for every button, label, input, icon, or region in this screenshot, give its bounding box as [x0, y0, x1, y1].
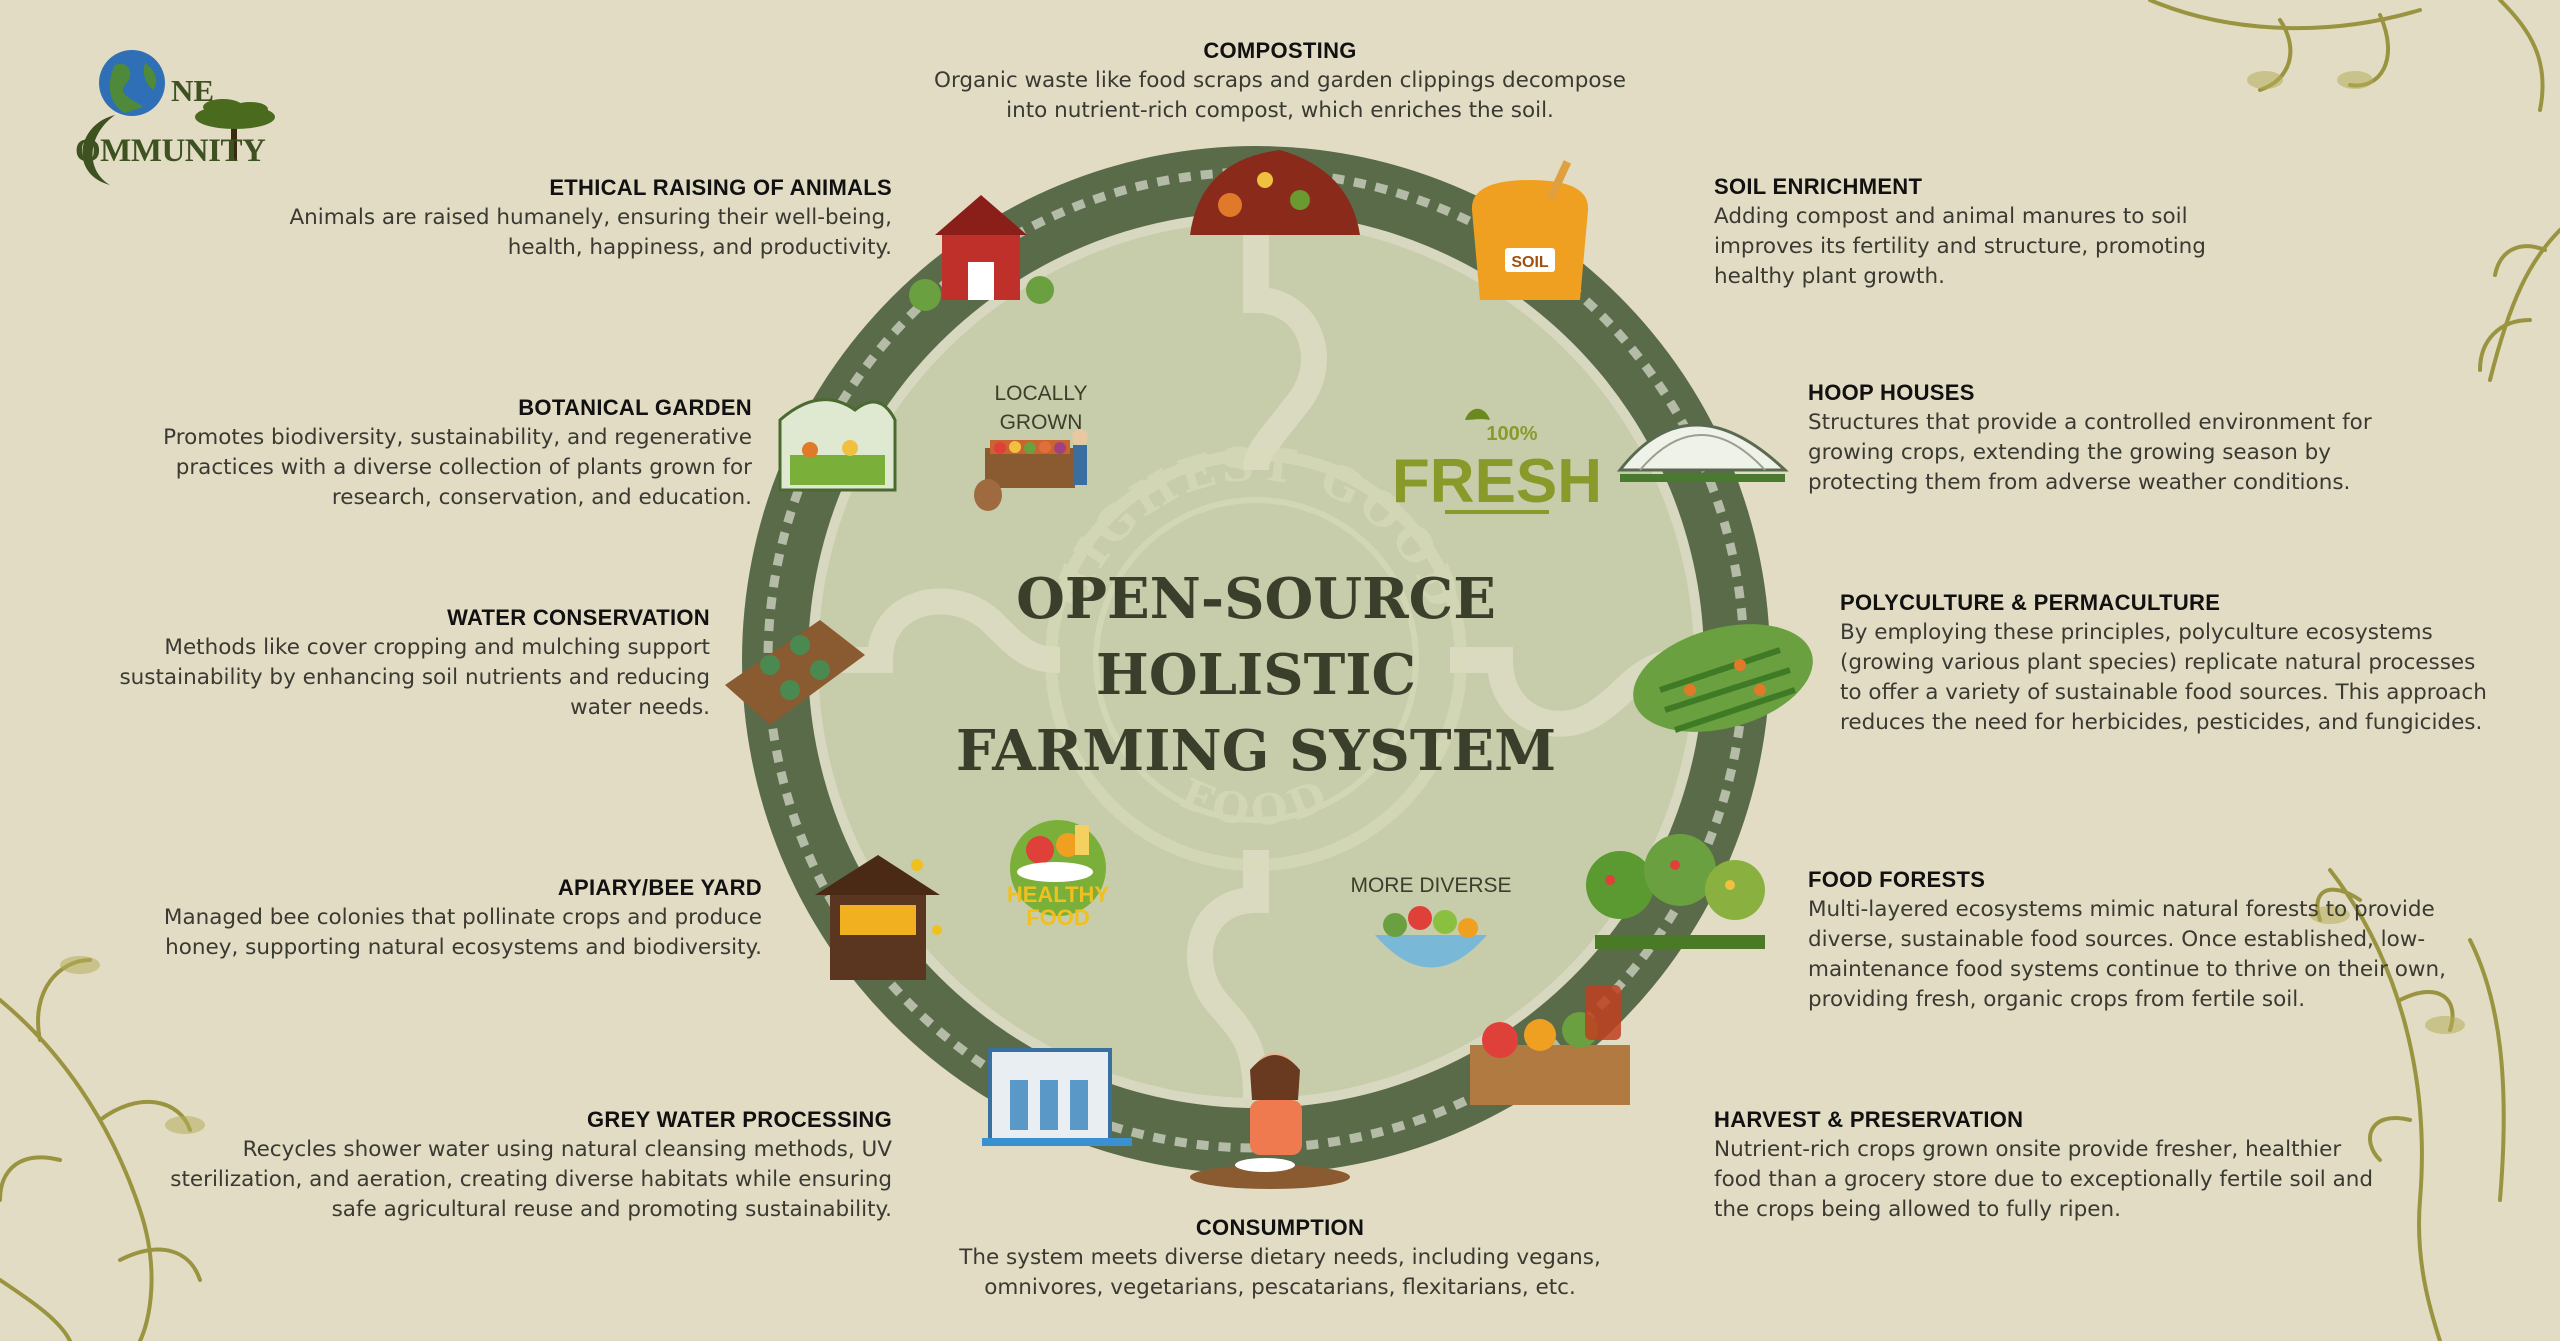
composting-title: COMPOSTING	[1203, 38, 1357, 63]
title-line-3: FARMING SYSTEM	[956, 718, 1556, 784]
soil-bag-icon: SOIL	[1471, 160, 1589, 300]
apiary-line-2: honey, supporting natural ecosystems and…	[165, 935, 762, 960]
composting-line-1: Organic waste like food scraps and garde…	[934, 68, 1626, 93]
logo-text-one: NE	[171, 73, 215, 108]
consumption-line-2: omnivores, vegetarians, pescatarians, fl…	[984, 1275, 1576, 1300]
healthy-label-2: FOOD	[1026, 905, 1090, 930]
botanical-garden-title: BOTANICAL GARDEN	[518, 395, 752, 420]
healthy-label-1: HEALTHY	[1007, 882, 1110, 907]
hoop-house-icon	[1616, 423, 1789, 482]
food-forest-icon	[1586, 834, 1765, 949]
title-line-2: HOLISTIC	[1096, 642, 1416, 708]
node-grey-water: GREY WATER PROCESSING Recycles shower wa…	[92, 1107, 892, 1225]
soil-enrichment-line-3: healthy plant growth.	[1714, 264, 1945, 289]
soil-enrichment-title: SOIL ENRICHMENT	[1714, 174, 1923, 199]
botanical-garden-line-3: research, conservation, and education.	[331, 485, 752, 510]
locally-grown-label-2: GROWN	[1000, 411, 1083, 434]
consumption-title: CONSUMPTION	[1195, 1215, 1365, 1240]
food-forests-line-4: providing fresh, organic crops from fert…	[1808, 987, 2306, 1012]
botanical-garden-line-1: Promotes biodiversity, sustainability, a…	[163, 425, 752, 450]
vine-bottom-left	[0, 958, 202, 1341]
fresh-percent: 100%	[1486, 423, 1537, 445]
apiary-line-1: Managed bee colonies that pollinate crop…	[163, 905, 762, 930]
polyculture-field-icon	[1633, 624, 1813, 733]
fresh-badge: 100% FRESH	[1392, 408, 1602, 516]
node-hoop-houses: HOOP HOUSES Structures that provide a co…	[1808, 380, 2488, 498]
locally-grown-label-1: LOCALLY	[995, 382, 1088, 405]
ethical-animals-title: ETHICAL RAISING OF ANIMALS	[549, 175, 892, 200]
vine-top-right	[2148, 0, 2545, 112]
harvest-line-1: Nutrient-rich crops grown onsite provide…	[1714, 1137, 2342, 1162]
hoop-houses-title: HOOP HOUSES	[1808, 380, 1975, 405]
node-ethical-animals: ETHICAL RAISING OF ANIMALS Animals are r…	[200, 175, 892, 263]
title-line-1: OPEN-SOURCE	[1016, 566, 1496, 632]
food-forests-line-3: maintenance food systems continue to thr…	[1808, 957, 2446, 982]
node-harvest-preservation: HARVEST & PRESERVATION Nutrient-rich cro…	[1714, 1107, 2434, 1225]
botanical-garden-line-2: practices with a diverse collection of p…	[175, 455, 752, 480]
hoop-houses-line-3: protecting them from adverse weather con…	[1808, 470, 2351, 495]
logo-text-community: OMMUNITY	[75, 133, 266, 169]
market-stall-icon	[974, 429, 1088, 511]
healthy-food-icon: HEALTHY FOOD	[1007, 820, 1110, 930]
grey-water-line-2: sterilization, and aeration, creating di…	[170, 1167, 892, 1192]
water-conservation-title: WATER CONSERVATION	[447, 605, 710, 630]
raised-bed-icon	[725, 620, 865, 725]
node-soil-enrichment: SOIL ENRICHMENT Adding compost and anima…	[1714, 174, 2334, 292]
water-conservation-line-1: Methods like cover cropping and mulching…	[164, 635, 710, 660]
ethical-animals-line-2: health, happiness, and productivity.	[507, 235, 892, 260]
polyculture-line-2: (growing various plant species) replicat…	[1840, 650, 2476, 675]
c-swoosh	[82, 115, 115, 185]
node-composting: COMPOSTING Organic waste like food scrap…	[860, 38, 1700, 126]
water-conservation-line-3: water needs.	[570, 695, 710, 720]
node-apiary: APIARY/BEE YARD Managed bee colonies tha…	[92, 875, 762, 963]
compost-pile-icon	[1190, 150, 1360, 235]
node-botanical-garden: BOTANICAL GARDEN Promotes biodiversity, …	[92, 395, 752, 513]
polyculture-line-4: reduces the need for herbicides, pestici…	[1840, 710, 2483, 735]
ethical-animals-line-1: Animals are raised humanely, ensuring th…	[289, 205, 892, 230]
logo-graphic	[82, 50, 275, 185]
grey-water-line-3: safe agricultural reuse and promoting su…	[331, 1197, 892, 1222]
polyculture-title: POLYCULTURE & PERMACULTURE	[1840, 590, 2221, 615]
vine-right-edge	[2478, 228, 2560, 382]
tree-icon	[195, 99, 275, 161]
fresh-word: FRESH	[1392, 447, 1602, 516]
food-forests-line-2: diverse, sustainable food sources. Once …	[1808, 927, 2426, 952]
polyculture-line-3: to offer a variety of sustainable food s…	[1840, 680, 2487, 705]
harvest-line-2: food than a grocery store due to excepti…	[1714, 1167, 2374, 1192]
node-food-forests: FOOD FORESTS Multi-layered ecosystems mi…	[1808, 867, 2508, 1015]
hoop-houses-line-1: Structures that provide a controlled env…	[1808, 410, 2372, 435]
greenhouse-icon	[778, 398, 897, 492]
harvest-line-3: the crops being allowed to fully ripen.	[1714, 1197, 2121, 1222]
vine-bottom-right	[2315, 868, 2506, 1341]
center-title: OPEN-SOURCE HOLISTIC FARMING SYSTEM	[956, 566, 1556, 784]
beehive-icon	[815, 855, 942, 980]
harvest-title: HARVEST & PRESERVATION	[1714, 1107, 2024, 1132]
hoop-houses-line-2: growing crops, extending the growing sea…	[1808, 440, 2332, 465]
harvest-crate-icon	[1470, 985, 1630, 1105]
one-community-logo: NE OMMUNITY	[55, 45, 285, 195]
salad-bowl-icon	[1375, 906, 1487, 968]
consumption-line-1: The system meets diverse dietary needs, …	[959, 1245, 1601, 1270]
composting-line-2: into nutrient-rich compost, which enrich…	[1006, 98, 1554, 123]
water-conservation-line-2: sustainability by enhancing soil nutrien…	[119, 665, 710, 690]
soil-bag-label: SOIL	[1511, 254, 1549, 271]
node-polyculture: POLYCULTURE & PERMACULTURE By employing …	[1840, 590, 2555, 738]
barn-icon	[909, 195, 1054, 311]
more-diverse-label: MORE DIVERSE	[1350, 874, 1511, 897]
food-forests-title: FOOD FORESTS	[1808, 867, 1986, 892]
soil-enrichment-line-1: Adding compost and animal manures to soi…	[1714, 204, 2188, 229]
food-forests-line-1: Multi-layered ecosystems mimic natural f…	[1808, 897, 2435, 922]
polyculture-line-1: By employing these principles, polycultu…	[1840, 620, 2433, 645]
person-eating-icon	[1190, 1053, 1350, 1189]
node-consumption: CONSUMPTION The system meets diverse die…	[880, 1215, 1680, 1303]
soil-enrichment-line-2: improves its fertility and structure, pr…	[1714, 234, 2206, 259]
grey-water-title: GREY WATER PROCESSING	[587, 1107, 892, 1132]
apiary-title: APIARY/BEE YARD	[557, 875, 762, 900]
grey-water-line-1: Recycles shower water using natural clea…	[242, 1137, 892, 1162]
node-water-conservation: WATER CONSERVATION Methods like cover cr…	[40, 605, 710, 723]
grey-water-tank-icon	[982, 1048, 1132, 1146]
